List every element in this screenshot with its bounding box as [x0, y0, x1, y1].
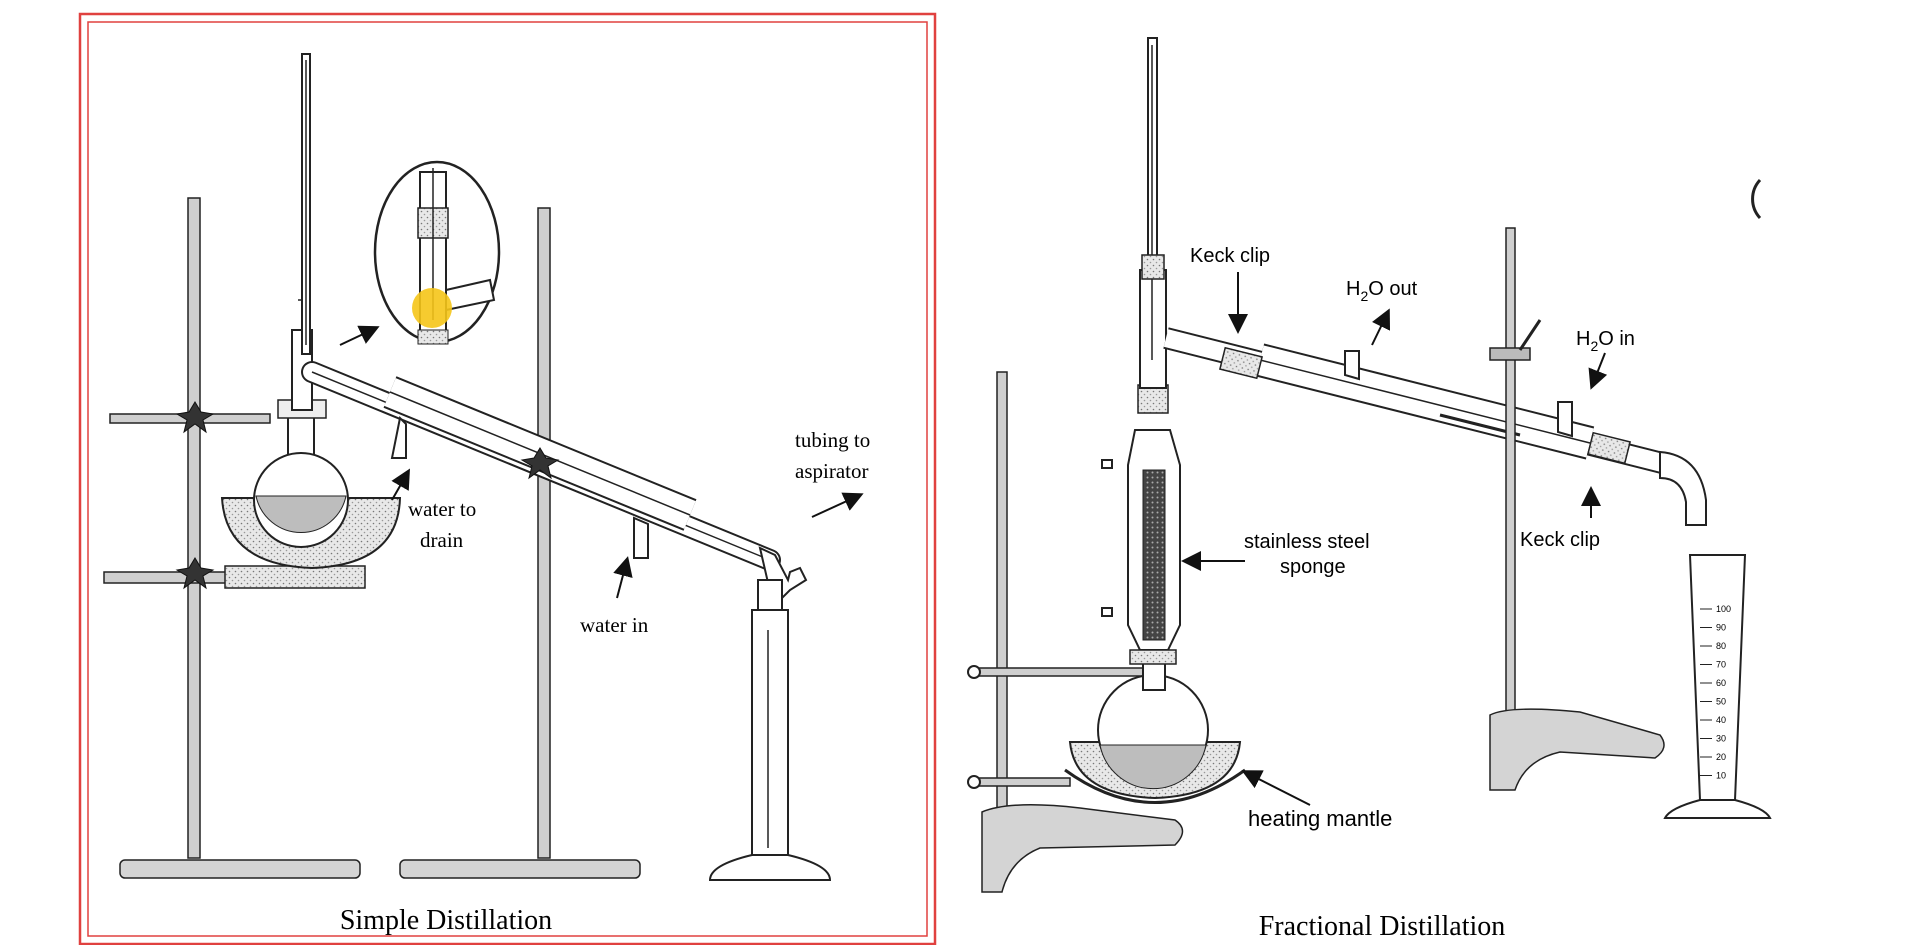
column-clamp — [967, 665, 1151, 679]
condenser-right — [1163, 327, 1673, 476]
label-stainless-1: stainless steel — [1244, 531, 1370, 553]
label-water-to-drain-1: water to — [408, 497, 476, 521]
partial-circle-artifact — [1751, 178, 1762, 220]
vacuum-adapter — [757, 546, 808, 611]
label-water-to-drain-2: drain — [420, 528, 464, 552]
cylinder-tick-label: 60 — [1716, 678, 1726, 688]
ring-stand-right — [1489, 227, 1665, 791]
cylinder-tick-label: 50 — [1716, 697, 1726, 707]
mantle-clamp — [967, 775, 1071, 789]
fractional-distillation-title: Fractional Distillation — [1259, 911, 1506, 942]
receiver-adapter — [1659, 450, 1707, 526]
cylinder-tick-label: 30 — [1716, 734, 1726, 744]
fractionating-column — [1101, 384, 1181, 665]
stainless-sponge — [1142, 469, 1166, 641]
label-tubing-2: aspirator — [795, 459, 868, 483]
cylinder-tick-label: 80 — [1716, 641, 1726, 651]
label-stainless-2: sponge — [1280, 556, 1346, 578]
ring-stand-middle — [399, 207, 641, 879]
label-h2o-out: H2O out — [1346, 278, 1418, 304]
highlight-marker — [412, 288, 452, 328]
distilling-flask-right — [1097, 659, 1209, 790]
panel-frame-inner — [87, 21, 928, 937]
ring-stand-right-left — [981, 371, 1184, 893]
cylinder-tick-label: 100 — [1716, 604, 1731, 614]
still-head-right — [1139, 37, 1167, 389]
lower-clamp — [103, 557, 366, 590]
cylinder-tick-label: 10 — [1716, 771, 1726, 781]
panel-frame-outer — [78, 12, 937, 945]
label-heating-mantle: heating mantle — [1248, 806, 1392, 831]
thermometer-inset — [373, 160, 501, 345]
graduated-cylinder-left — [708, 609, 832, 881]
upper-clamp — [109, 401, 271, 434]
cylinder-tick-label: 70 — [1716, 660, 1726, 670]
condenser — [301, 361, 781, 571]
cylinder-tick-label: 40 — [1716, 715, 1726, 725]
simple-distillation-title: Simple Distillation — [340, 905, 552, 936]
label-tubing-1: tubing to — [795, 428, 870, 452]
label-keck-clip-bottom: Keck clip — [1520, 529, 1600, 551]
label-h2o-in: H2O in — [1576, 328, 1635, 354]
still-head — [291, 53, 313, 411]
label-water-in: water in — [580, 613, 649, 637]
simple-distillation-panel: water to drain water in tubing to aspira… — [78, 12, 937, 945]
cylinder-tick-label: 90 — [1716, 623, 1726, 633]
cylinder-tick-label: 20 — [1716, 752, 1726, 762]
label-keck-clip-top: Keck clip — [1190, 245, 1270, 267]
ring-stand-left — [119, 197, 361, 879]
cylinder-tick-labels: 100 90 80 70 60 50 40 30 20 10 — [1700, 604, 1731, 781]
